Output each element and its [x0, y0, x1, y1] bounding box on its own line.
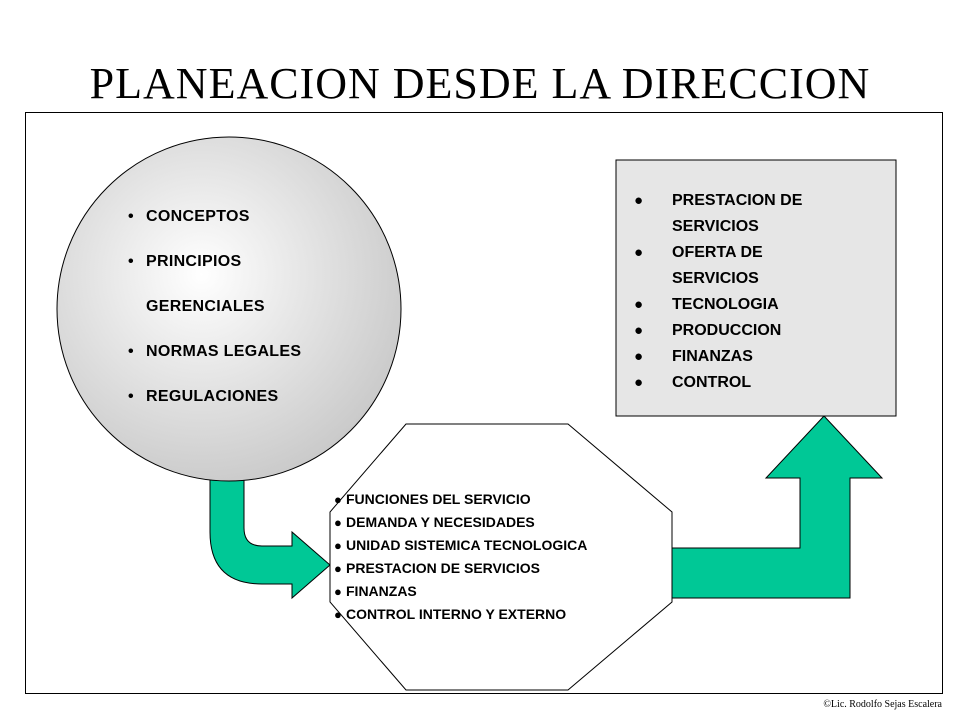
- octagon-list-item-label: FINANZAS: [346, 583, 417, 599]
- bullet-icon: ●: [634, 244, 644, 261]
- octagon-list-item: ● UNIDAD SISTEMICA TECNOLOGICA: [334, 534, 694, 557]
- circle-list-item: • PRINCIPIOS: [128, 253, 378, 298]
- box-list-item-line: OFERTA DE: [672, 244, 763, 261]
- octagon-list-item-label: PRESTACION DE SERVICIOS: [346, 560, 540, 576]
- circle-list-item-label: GERENCIALES: [146, 298, 265, 315]
- box-list-item: ● PRESTACION DE SERVICIOS: [632, 188, 882, 240]
- services-box: [615, 159, 897, 417]
- bullet-icon: •: [128, 208, 134, 225]
- box-list-item-line: SERVICIOS: [672, 218, 759, 235]
- octagon-list-item: ● DEMANDA Y NECESIDADES: [334, 511, 694, 534]
- box-list-item: ● CONTROL: [632, 370, 882, 396]
- bullet-icon: ●: [334, 515, 342, 530]
- circle-list-item-label: CONCEPTOS: [146, 208, 250, 225]
- octagon-list-item: ● CONTROL INTERNO Y EXTERNO: [334, 603, 694, 626]
- bullet-icon: ●: [334, 584, 342, 599]
- circle-list: • CONCEPTOS • PRINCIPIOS GERENCIALES • NORMAS …: [128, 208, 378, 433]
- bullet-icon: ●: [334, 538, 342, 553]
- bullet-icon: ●: [334, 607, 342, 622]
- bullet-icon: •: [128, 388, 134, 405]
- circle-list-item-label: REGULACIONES: [146, 388, 279, 405]
- functions-octagon: [329, 423, 673, 691]
- bent-arrow-up: [671, 415, 884, 599]
- box-list-item: ● TECNOLOGIA: [632, 292, 882, 318]
- box-list-item: ● PRODUCCION: [632, 318, 882, 344]
- box-list-item-line: CONTROL: [672, 374, 752, 391]
- curved-arrow-down-right: [209, 479, 331, 600]
- bullet-icon: •: [128, 343, 134, 360]
- octagon-list-item: ● FUNCIONES DEL SERVICIO: [334, 488, 694, 511]
- bullet-icon: ●: [634, 296, 644, 313]
- bullet-icon: ●: [334, 561, 342, 576]
- page-title: PLANEACION DESDE LA DIRECCION: [89, 59, 871, 108]
- box-list-item: ● OFERTA DE SERVICIOS: [632, 240, 882, 292]
- octagon-list-item: ● PRESTACION DE SERVICIOS: [334, 557, 694, 580]
- box-list-item-line: PRESTACION DE: [672, 192, 803, 209]
- octagon-list: ● FUNCIONES DEL SERVICIO ● DEMANDA Y NECESI…: [334, 488, 694, 626]
- bullet-icon: ●: [634, 348, 644, 365]
- bullet-icon: ●: [634, 322, 644, 339]
- octagon-list-item-label: UNIDAD SISTEMICA TECNOLOGICA: [346, 537, 588, 553]
- box-list-item-line: TECNOLOGIA: [672, 296, 779, 313]
- octagon-list-item-label: DEMANDA Y NECESIDADES: [346, 514, 535, 530]
- author-credit: ©Lic. Rodolfo Sejas Escalera: [823, 699, 942, 710]
- circle-list-item-label: PRINCIPIOS: [146, 253, 242, 270]
- box-list-item: ● FINANZAS: [632, 344, 882, 370]
- circle-list-item: • REGULACIONES: [128, 388, 378, 433]
- circle-list-item-label: NORMAS LEGALES: [146, 343, 302, 360]
- octagon-list-item-label: FUNCIONES DEL SERVICIO: [346, 491, 531, 507]
- box-list-item-line: SERVICIOS: [672, 270, 759, 287]
- diagram-frame: [25, 112, 943, 694]
- octagon-list-item-label: CONTROL INTERNO Y EXTERNO: [346, 606, 567, 622]
- box-list-item-line: FINANZAS: [672, 348, 753, 365]
- bullet-icon: ●: [334, 492, 342, 507]
- concepts-circle: [56, 136, 402, 482]
- bullet-icon: •: [128, 253, 134, 270]
- circle-list-item: • NORMAS LEGALES: [128, 343, 378, 388]
- box-list: ● PRESTACION DE SERVICIOS ● OFERTA DE SERVICI…: [632, 188, 882, 396]
- circle-list-item: GERENCIALES: [128, 298, 378, 343]
- bullet-icon: ●: [634, 192, 644, 209]
- bullet-icon: ●: [634, 374, 644, 391]
- box-list-item-line: PRODUCCION: [672, 322, 782, 339]
- circle-list-item: • CONCEPTOS: [128, 208, 378, 253]
- octagon-list-item: ● FINANZAS: [334, 580, 694, 603]
